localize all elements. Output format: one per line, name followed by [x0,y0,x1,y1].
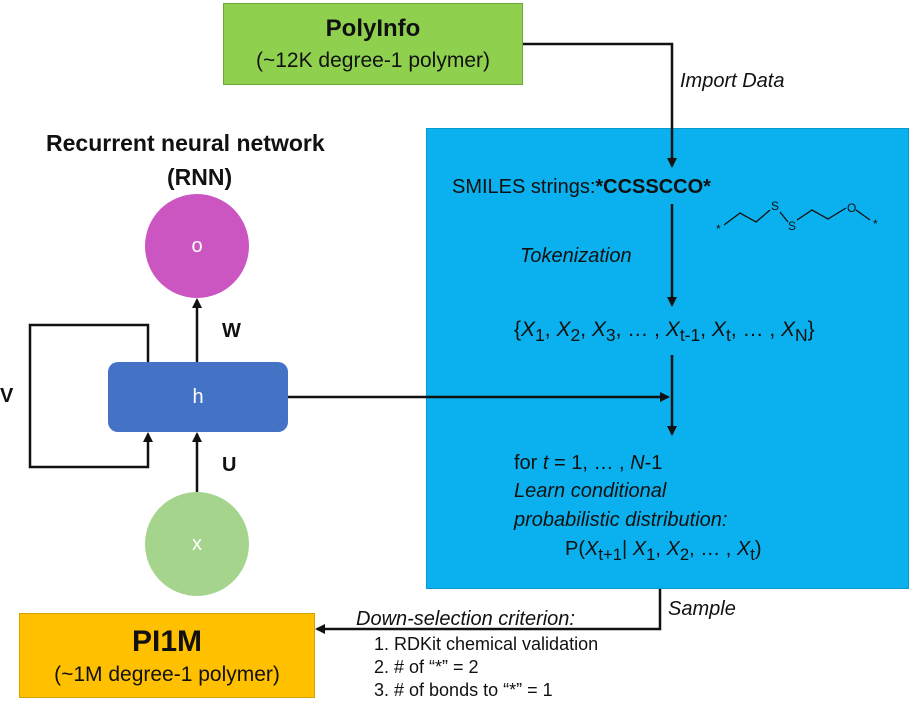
pi1m-box: PI1M (~1M degree-1 polymer) [19,613,315,698]
polyinfo-title: PolyInfo [325,15,421,42]
generation-panel [426,128,909,589]
rnn-title: Recurrent neural network [46,130,325,156]
token-sequence: {X1, X2, X3, … , Xt-1, Xt, … , XN} [514,318,815,346]
learn-line2: Learn conditional [514,480,667,502]
learn-line1: for t = 1, … , N-1 [514,452,663,474]
criterion-item-2: 2. # of “*” = 2 [374,657,479,677]
molecule-atom-star-right: * [873,217,878,231]
weight-u-label: U [222,454,237,476]
tokenization-label: Tokenization [520,245,632,267]
sample-label: Sample [668,598,736,620]
smiles-prefix: SMILES strings: [452,176,596,198]
criterion-title: Down-selection criterion: [356,608,575,631]
pi1m-title: PI1M [131,624,203,658]
smiles-line: SMILES strings:*CCSSCCO* [452,176,711,199]
rnn-subtitle: (RNN) [167,164,233,190]
criterion-item-3: 3. # of bonds to “*” = 1 [374,680,553,700]
molecule-atom-s2: S [788,219,796,233]
import-data-label: Import Data [680,70,785,92]
molecule-structure [723,207,871,226]
output-node-label: o [191,234,203,257]
import-arrow [523,42,677,168]
input-node-label: x [192,532,202,555]
sample-arrow [315,589,662,634]
polyinfo-subtitle: (~12K degree-1 polymer) [255,49,491,72]
learn-line3: probabilistic distribution: [514,509,728,531]
molecule-atom-star-left: * [716,222,721,236]
input-node: x [145,492,249,596]
weight-w-label: W [222,320,241,342]
molecule-atom-o: O [847,201,856,215]
hidden-node: h [108,362,288,432]
polyinfo-box: PolyInfo (~12K degree-1 polymer) [223,3,523,85]
output-node: o [145,194,249,298]
hidden-node-label: h [192,385,204,408]
smiles-value: *CCSSCCO* [595,176,711,198]
molecule-atom-s1: S [771,199,779,213]
criterion-item-1: 1. RDKit chemical validation [374,634,599,654]
criterion-title-text: Down-selection criterion: [356,608,575,630]
v-loop-arrow [28,323,153,469]
pi1m-subtitle: (~1M degree-1 polymer) [54,662,280,686]
learn-line4: P(Xt+1| X1, X2, … , Xt) [565,538,762,564]
weight-v-label: V [0,385,14,407]
